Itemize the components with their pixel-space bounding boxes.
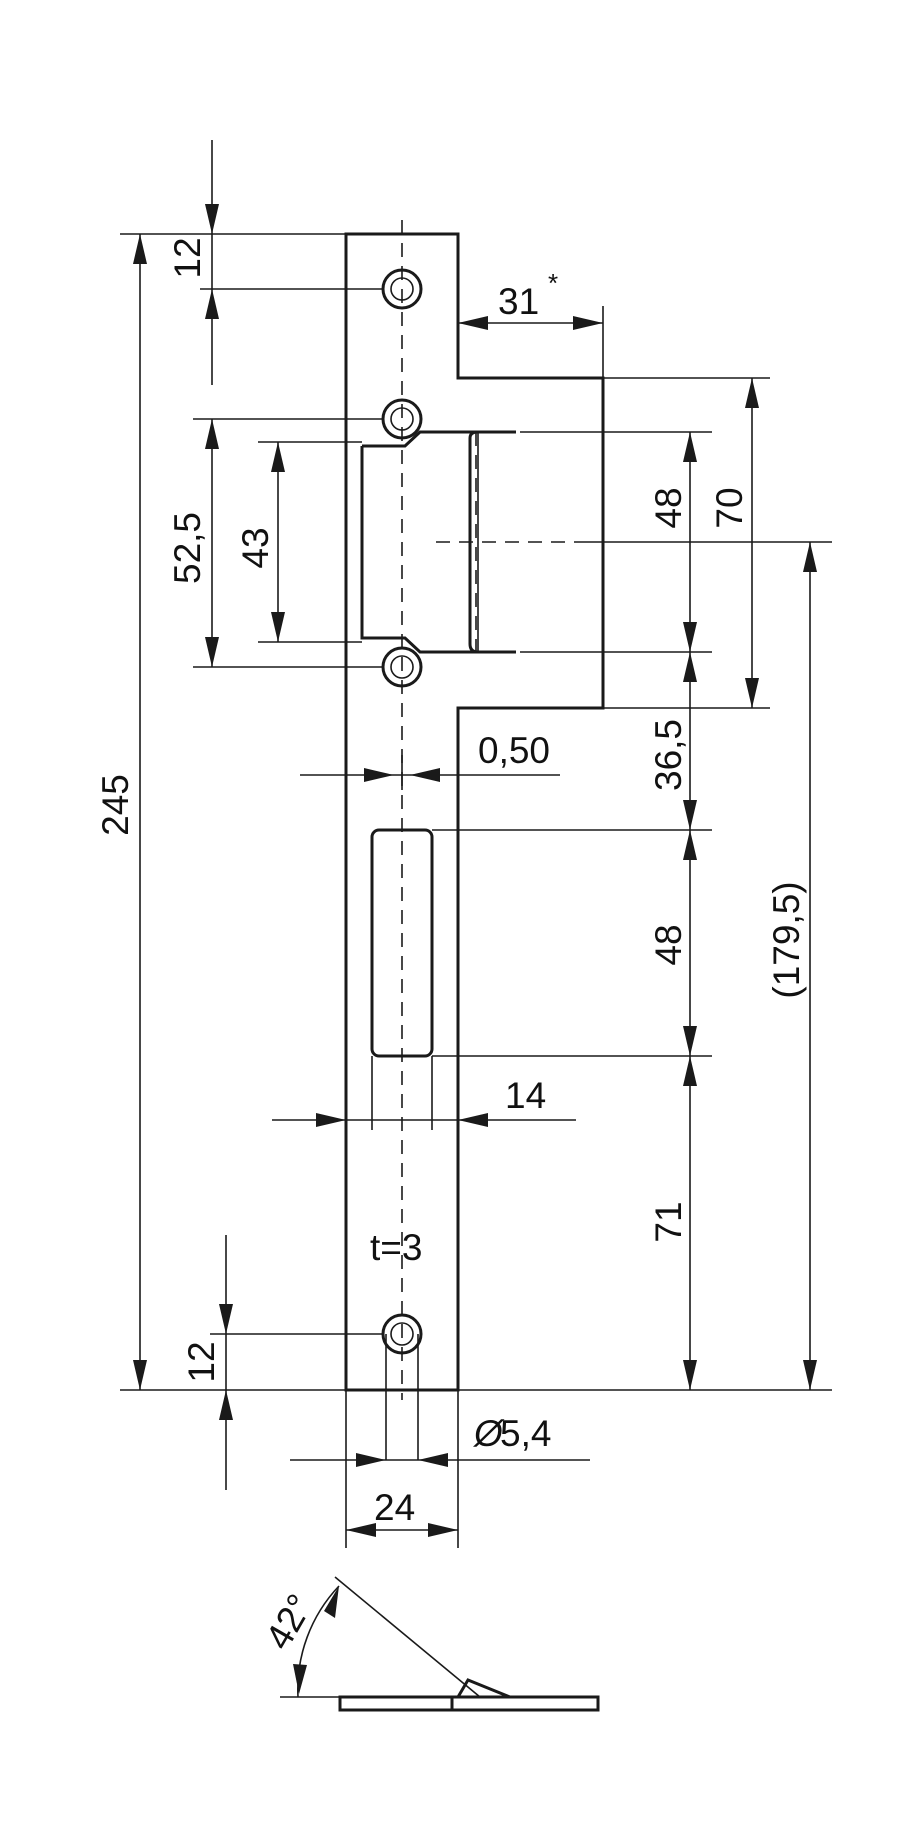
dim-24: 24 <box>374 1487 415 1528</box>
dim-12-top: 12 <box>167 237 208 278</box>
diameter-symbol: Ø <box>472 1413 505 1454</box>
dim-t3: t=3 <box>370 1227 422 1268</box>
upper-cutout <box>360 430 516 654</box>
dim-12-bottom: 12 <box>181 1341 222 1382</box>
dim-70: 70 <box>709 487 750 528</box>
dim-diameter: 5,4 <box>500 1413 551 1454</box>
extension-lines <box>120 233 832 1548</box>
arrowheads <box>133 204 817 1537</box>
dim-179-5: (179,5) <box>766 881 807 998</box>
dim-71: 71 <box>648 1201 689 1242</box>
dim-43: 43 <box>235 527 276 568</box>
dim-48-lower: 48 <box>648 924 689 965</box>
dimension-lines <box>139 140 811 1531</box>
dim-0-50: 0,50 <box>478 730 550 771</box>
side-view: 42° <box>257 1576 600 1712</box>
dim-31-asterisk: * <box>548 268 558 298</box>
dim-245: 245 <box>95 774 136 836</box>
plate-outline <box>344 232 605 1392</box>
dim-14: 14 <box>505 1075 546 1116</box>
dim-36-5: 36,5 <box>648 719 689 791</box>
dim-31: 31 <box>498 281 539 322</box>
dim-42-deg: 42° <box>257 1587 320 1656</box>
dim-52-5: 52,5 <box>167 512 208 584</box>
dim-48-upper: 48 <box>648 487 689 528</box>
